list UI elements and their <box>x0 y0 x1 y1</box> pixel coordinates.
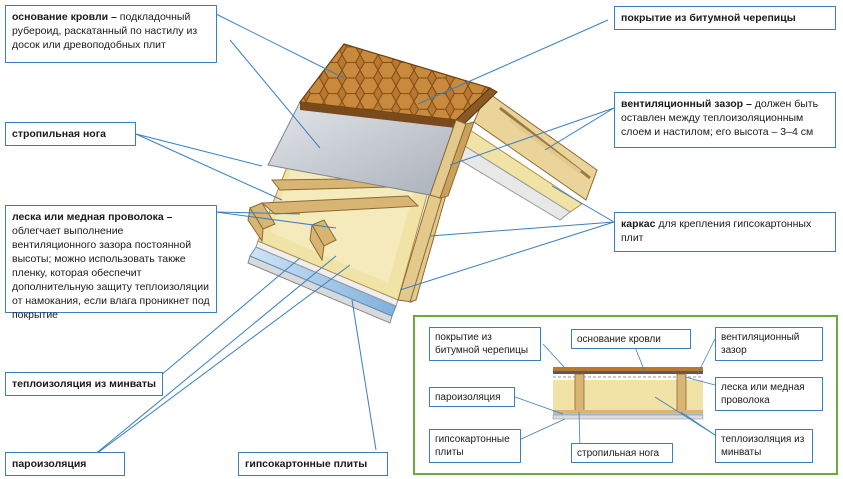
label-frame: каркас для крепления гипсокартонных плит <box>614 212 836 252</box>
inset-vapor-layer <box>553 413 703 415</box>
label-vent-gap-title: вентиляционный зазор – <box>621 98 752 110</box>
inset-label-rafter: стропильная нога <box>571 443 673 463</box>
label-rafter-title: стропильная нога <box>12 128 106 140</box>
shingle-roof <box>298 43 498 128</box>
label-insulation: теплоизоляция из минваты <box>5 372 163 396</box>
inset-drywall-layer <box>552 414 704 420</box>
inset-rafter-left <box>574 373 585 413</box>
inset-leader-lines <box>514 338 716 448</box>
label-insulation-title: теплоизоляция из минваты <box>12 378 157 390</box>
inset-frame-strip <box>553 410 703 413</box>
label-roof-base: основание кровли – подкладочный рубероид… <box>5 5 217 63</box>
label-drywall-title: гипсокартонные плиты <box>245 458 368 470</box>
label-rafter: стропильная нога <box>5 122 136 146</box>
label-vent-gap: вентиляционный зазор – должен быть остав… <box>614 92 836 148</box>
ridge <box>429 119 475 199</box>
label-fishing-line: леска или медная проволока – облегчает в… <box>5 205 217 321</box>
inset-diagram <box>514 338 716 448</box>
label-fishing-line-title: леска или медная проволока – <box>12 211 173 223</box>
label-roof-base-title: основание кровли – <box>12 11 117 23</box>
inset-base-layer <box>553 371 703 374</box>
inset-cross-section: покрытие из битумной черепицы основание … <box>413 315 838 475</box>
label-frame-title: каркас <box>621 218 656 230</box>
label-fishing-line-text: облегчает выполнение вентиляционного заз… <box>12 225 210 321</box>
right-slope <box>439 91 598 221</box>
inset-rafter-right <box>676 373 687 413</box>
inset-label-insulation: теплоизоляция из минваты <box>715 429 813 463</box>
inset-shingle-layer <box>553 367 703 371</box>
inset-label-vapor-barrier: пароизоляция <box>429 387 515 407</box>
inset-label-shingles: покрытие из битумной черепицы <box>429 327 541 361</box>
leader-lines <box>87 13 615 461</box>
inset-label-fishing-line: леска или медная проволока <box>715 377 823 411</box>
label-vapor-barrier-title: пароизоляция <box>12 458 87 470</box>
label-vapor-barrier: пароизоляция <box>5 452 125 476</box>
label-vent-gap-text: должен быть оставлен между теплоизоляцио… <box>621 98 819 138</box>
inset-label-vent-gap: вентиляционный зазор <box>715 327 823 361</box>
label-roof-base-text: подкладочный рубероид, раскатанный по на… <box>12 11 198 51</box>
label-shingles: покрытие из битумной черепицы <box>614 6 836 30</box>
label-frame-text: для крепления гипсокартонных плит <box>621 218 812 244</box>
label-drywall: гипсокартонные плиты <box>238 452 388 476</box>
bottom-layers <box>247 240 399 324</box>
label-shingles-title: покрытие из битумной черепицы <box>621 12 796 24</box>
inset-label-roof-base: основание кровли <box>571 329 691 349</box>
inset-label-drywall: гипсокартонные плиты <box>429 429 521 463</box>
